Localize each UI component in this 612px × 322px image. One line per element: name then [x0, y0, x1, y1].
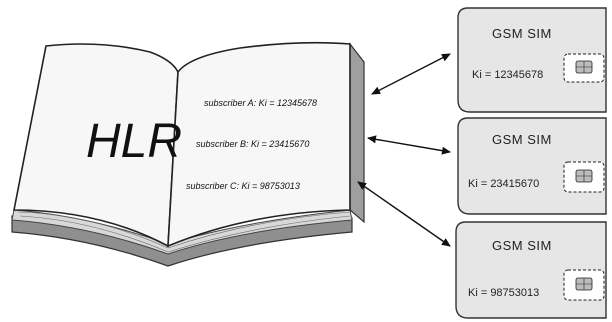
double-arrow-icon [358, 182, 450, 246]
sim-ki-value: Ki = 23415670 [468, 178, 539, 190]
sim-card: GSM SIM Ki = 98753013 [456, 222, 606, 318]
book-entry: subscriber B: Ki = 23415670 [196, 139, 309, 149]
sim-title: GSM SIM [492, 238, 552, 253]
sim-title: GSM SIM [492, 26, 552, 41]
sim-chip-icon [564, 270, 604, 300]
links [358, 54, 450, 246]
double-arrow-icon [368, 138, 450, 152]
sim-card: GSM SIM Ki = 12345678 [458, 8, 606, 112]
hlr-book: HLR subscriber A: Ki = 12345678 subscrib… [12, 43, 364, 266]
sim-chip-icon [564, 162, 604, 192]
book-title: HLR [86, 115, 182, 168]
sim-title: GSM SIM [492, 132, 552, 147]
sim-card: GSM SIM Ki = 23415670 [458, 118, 606, 214]
book-entry: subscriber C: Ki = 98753013 [186, 181, 300, 191]
sim-chip-icon [564, 54, 604, 82]
sim-ki-value: Ki = 98753013 [468, 287, 539, 299]
book-right-edge [350, 44, 364, 222]
double-arrow-icon [372, 54, 450, 94]
book-entry: subscriber A: Ki = 12345678 [204, 98, 317, 108]
sim-ki-value: Ki = 12345678 [472, 69, 543, 81]
